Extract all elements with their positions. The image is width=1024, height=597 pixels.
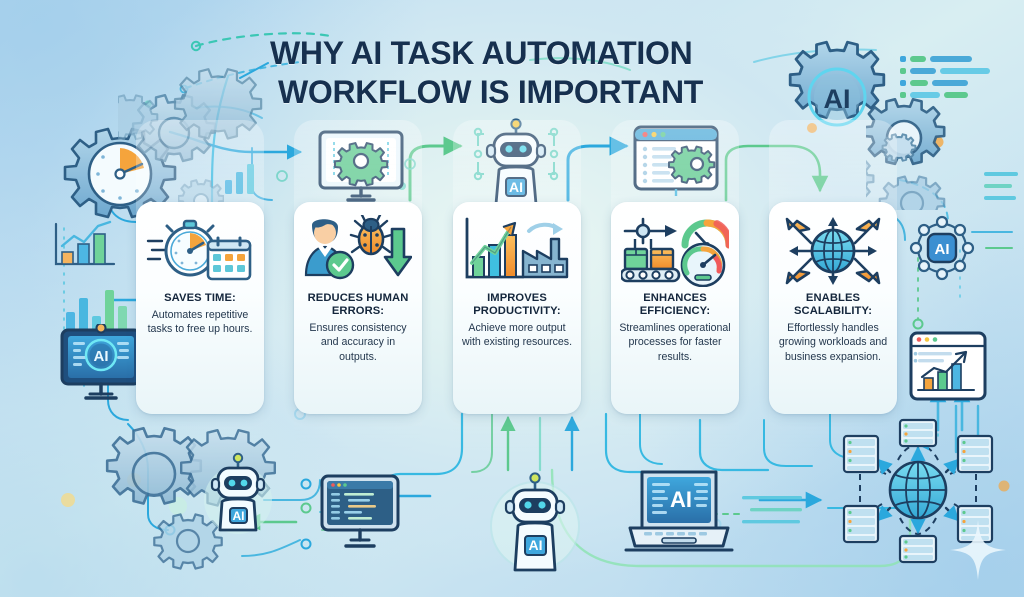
robot-ai-label-bottom: AI [529, 537, 543, 553]
ai-monitor-icon: AI [56, 324, 146, 406]
laptop-ai-label: AI [670, 487, 692, 512]
card-heading: ENABLES SCALABILITY: [793, 292, 873, 317]
browser-gear-icon [632, 124, 720, 196]
card-heading: ENHANCES EFFICIENCY: [639, 292, 711, 317]
list-lines-icon [900, 54, 1012, 106]
card-body: Streamlines operational processes for fa… [619, 321, 731, 363]
signal-lines-icon [742, 492, 812, 536]
card-heading: SAVES TIME: [164, 292, 236, 304]
ai-gear-label: AI [824, 84, 851, 114]
gear-cluster-right-icon [866, 90, 996, 210]
laptop-ai-icon: AI [624, 466, 734, 556]
signal-lines-right-icon [984, 170, 1024, 210]
server-rack [842, 418, 994, 564]
ai-network-label: AI [935, 241, 950, 258]
card-body: Automates repetitive tasks to free up ho… [147, 308, 253, 336]
robot-ai-icon-top: AI [470, 118, 562, 208]
benefit-card-reduces-human-errors[interactable]: REDUCES HUMAN ERRORS: Ensures consistenc… [294, 202, 422, 414]
card-body: Ensures consistency and accuracy in outp… [309, 321, 407, 363]
ai-monitor-label: AI [94, 348, 109, 365]
bar-chart-factory-icon [461, 212, 573, 290]
person-check-bug-arrow-icon [302, 212, 414, 290]
monitor-gear-icon [316, 128, 406, 204]
title-line-2: WORKFLOW IS IMPORTANT [278, 74, 704, 111]
stopwatch-calendar-icon [144, 212, 256, 290]
bar-chart-small-icon [222, 160, 258, 194]
benefit-card-improves-productivity[interactable]: IMPROVES PRODUCTIVITY: Achieve more outp… [453, 202, 581, 414]
benefit-card-enables-scalability[interactable]: ENABLES SCALABILITY: Effortlessly handle… [769, 202, 897, 414]
ai-gear-icon: AI [782, 36, 892, 146]
globe-expanding-arrows-icon [777, 212, 889, 290]
title-line-1: WHY AI TASK AUTOMATION [270, 35, 693, 71]
card-heading: IMPROVES PRODUCTIVITY: [473, 292, 561, 317]
benefit-card-enhances-efficiency[interactable]: ENHANCES EFFICIENCY: Streamlines operati… [611, 202, 739, 414]
benefit-card-saves-time[interactable]: SAVES TIME: Automates repetitive tasks t… [136, 202, 264, 414]
gear-robot-icon: AI [92, 412, 292, 572]
sparkle-icon [950, 520, 1006, 585]
conveyor-gauge-icon [619, 212, 731, 290]
robot-ai-label-top: AI [509, 179, 523, 195]
card-heading: REDUCES HUMAN ERRORS: [307, 292, 409, 317]
code-monitor-icon [318, 472, 402, 554]
bar-chart-icon [48, 218, 120, 278]
card-body: Achieve more output with existing resour… [461, 321, 573, 349]
gear-cluster-icon [118, 62, 288, 182]
page-title: WHY AI TASK AUTOMATION WORKFLOW IS IMPOR… [270, 34, 770, 112]
robot-ai-label: AI [233, 509, 245, 523]
ai-network-node-icon: AI [902, 210, 982, 286]
globe-servers-icon [838, 412, 998, 568]
card-body: Effortlessly handles growing workloads a… [778, 321, 888, 363]
bar-group-icon [62, 286, 130, 338]
analytics-window-icon [908, 330, 988, 402]
robot-ai-icon-bottom: AI [480, 460, 590, 580]
